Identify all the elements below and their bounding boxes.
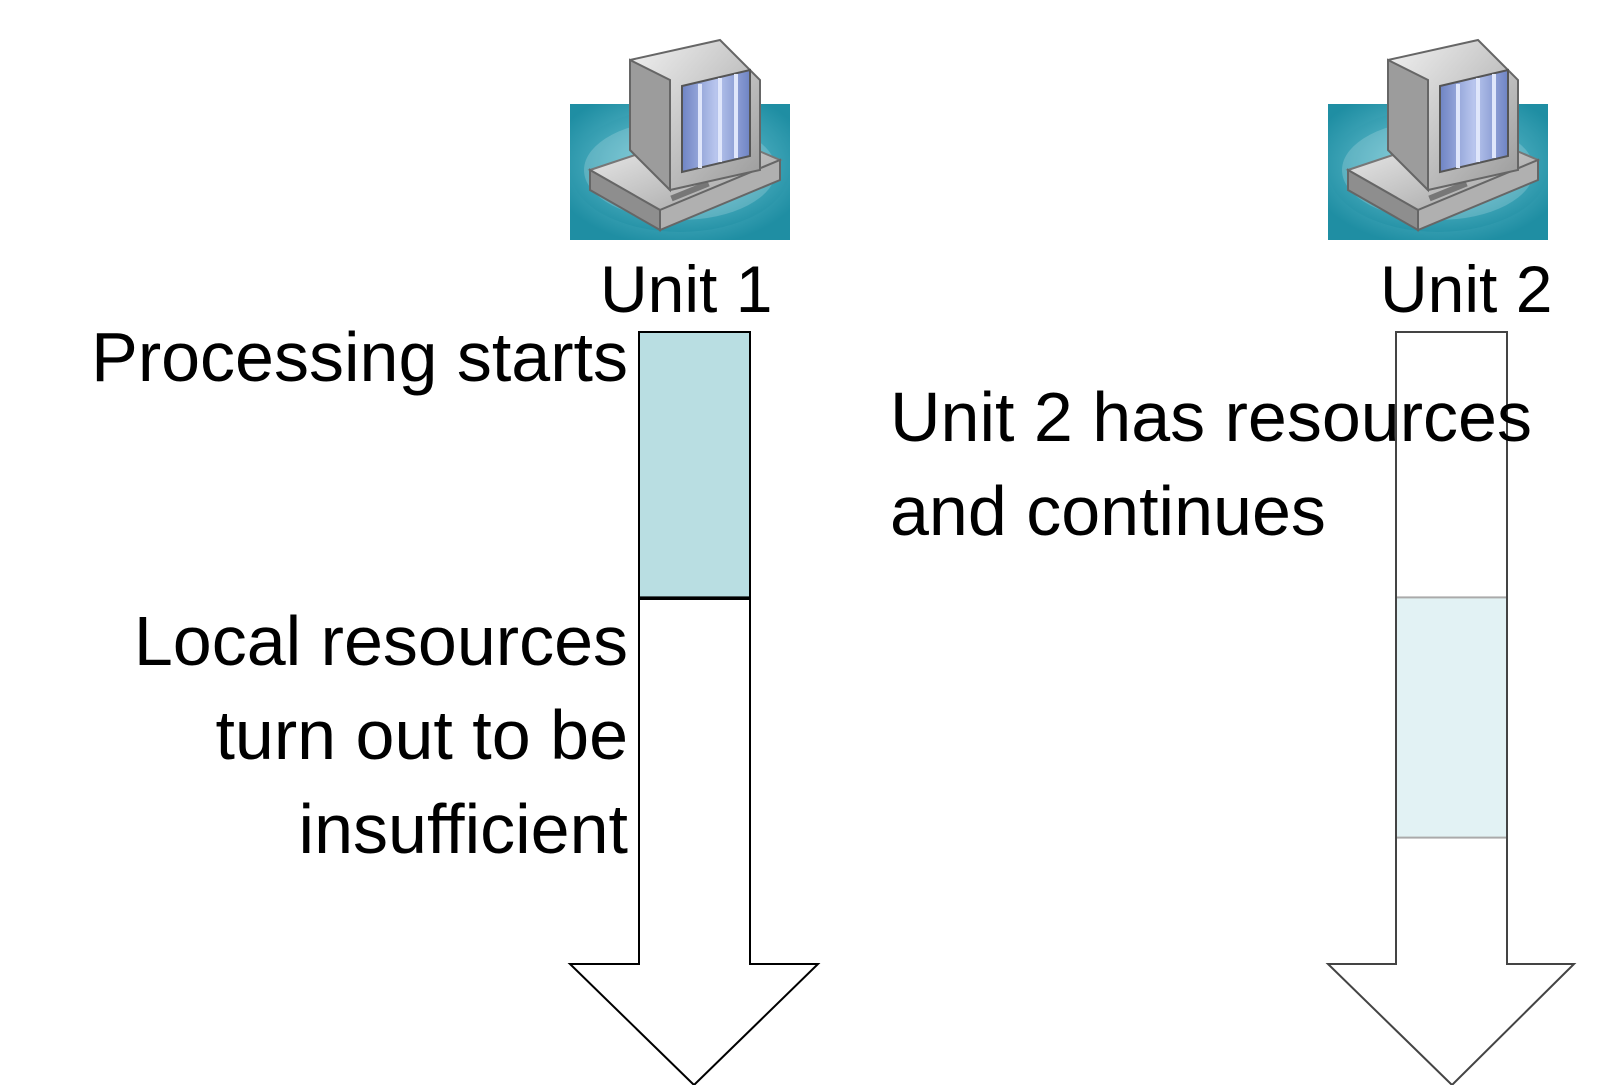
unit-2-continues-line-1: Unit 2 has resources	[890, 378, 1532, 456]
unit-1-timeline-arrow	[567, 331, 821, 1085]
unit-2-label: Unit 2	[1380, 252, 1553, 326]
unit-1-computer-icon	[570, 38, 790, 240]
local-resources-label: Local resources turn out to be insuffici…	[134, 594, 628, 876]
unit-2-active-segment	[1395, 596, 1508, 839]
unit-1-label: Unit 1	[600, 252, 773, 326]
local-resources-line-1: Local resources	[133, 602, 628, 680]
unit-1-active-segment	[638, 331, 751, 599]
unit-2-continues-line-2: and continues	[890, 472, 1326, 550]
unit-2-continues-label: Unit 2 has resources and continues	[890, 370, 1532, 558]
processing-starts-label: Processing starts	[91, 318, 628, 396]
unit-2-timeline	[1325, 331, 1577, 1085]
unit-1-timeline	[567, 331, 821, 1085]
unit-2-computer-icon	[1328, 38, 1548, 240]
unit-2-timeline-arrow	[1325, 331, 1577, 1085]
local-resources-line-2: turn out to be	[215, 696, 628, 774]
local-resources-line-3: insufficient	[298, 790, 628, 868]
